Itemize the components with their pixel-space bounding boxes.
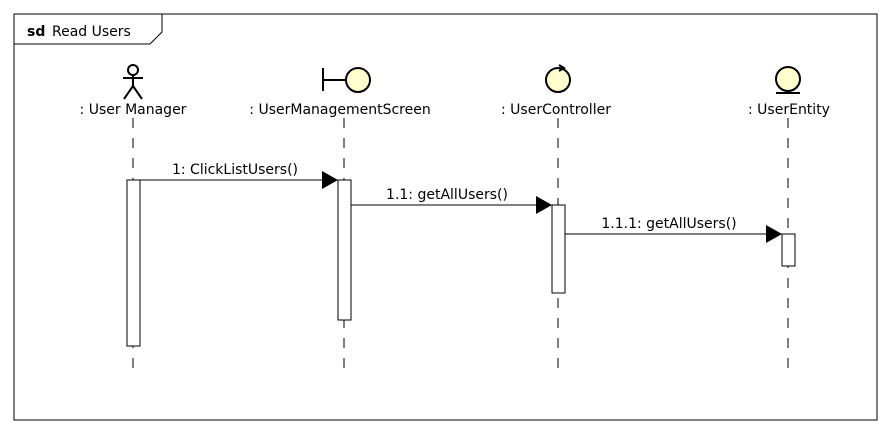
entity-icon	[775, 66, 801, 94]
lifeline-label-user-entity: : UserEntity	[748, 102, 830, 118]
lifeline-label-user-controller: : UserController	[501, 102, 611, 118]
diagram-frame	[13, 13, 878, 421]
message-label-3: 1.1.1: getAllUsers()	[601, 216, 736, 232]
activation-user-management-screen	[337, 179, 352, 321]
message-label-2: 1.1: getAllUsers()	[386, 187, 508, 203]
message-arrowhead-3	[766, 225, 782, 243]
message-label-1: 1: ClickListUsers()	[172, 162, 298, 178]
lifeline-label-user-manager: : User Manager	[80, 102, 187, 118]
lifeline-label-user-management-screen: : UserManagementScreen	[249, 102, 430, 118]
message-arrowhead-2	[536, 196, 552, 214]
control-icon	[545, 64, 571, 93]
activation-user-manager	[126, 179, 141, 347]
message-arrowhead-1	[322, 171, 338, 189]
frame-keyword: sd	[27, 24, 45, 40]
actor-icon	[123, 64, 143, 100]
activation-user-entity	[781, 233, 796, 267]
boundary-icon	[322, 67, 371, 93]
frame-name-tab	[13, 13, 163, 45]
activation-user-controller	[551, 204, 566, 294]
frame-title: Read Users	[52, 24, 131, 40]
